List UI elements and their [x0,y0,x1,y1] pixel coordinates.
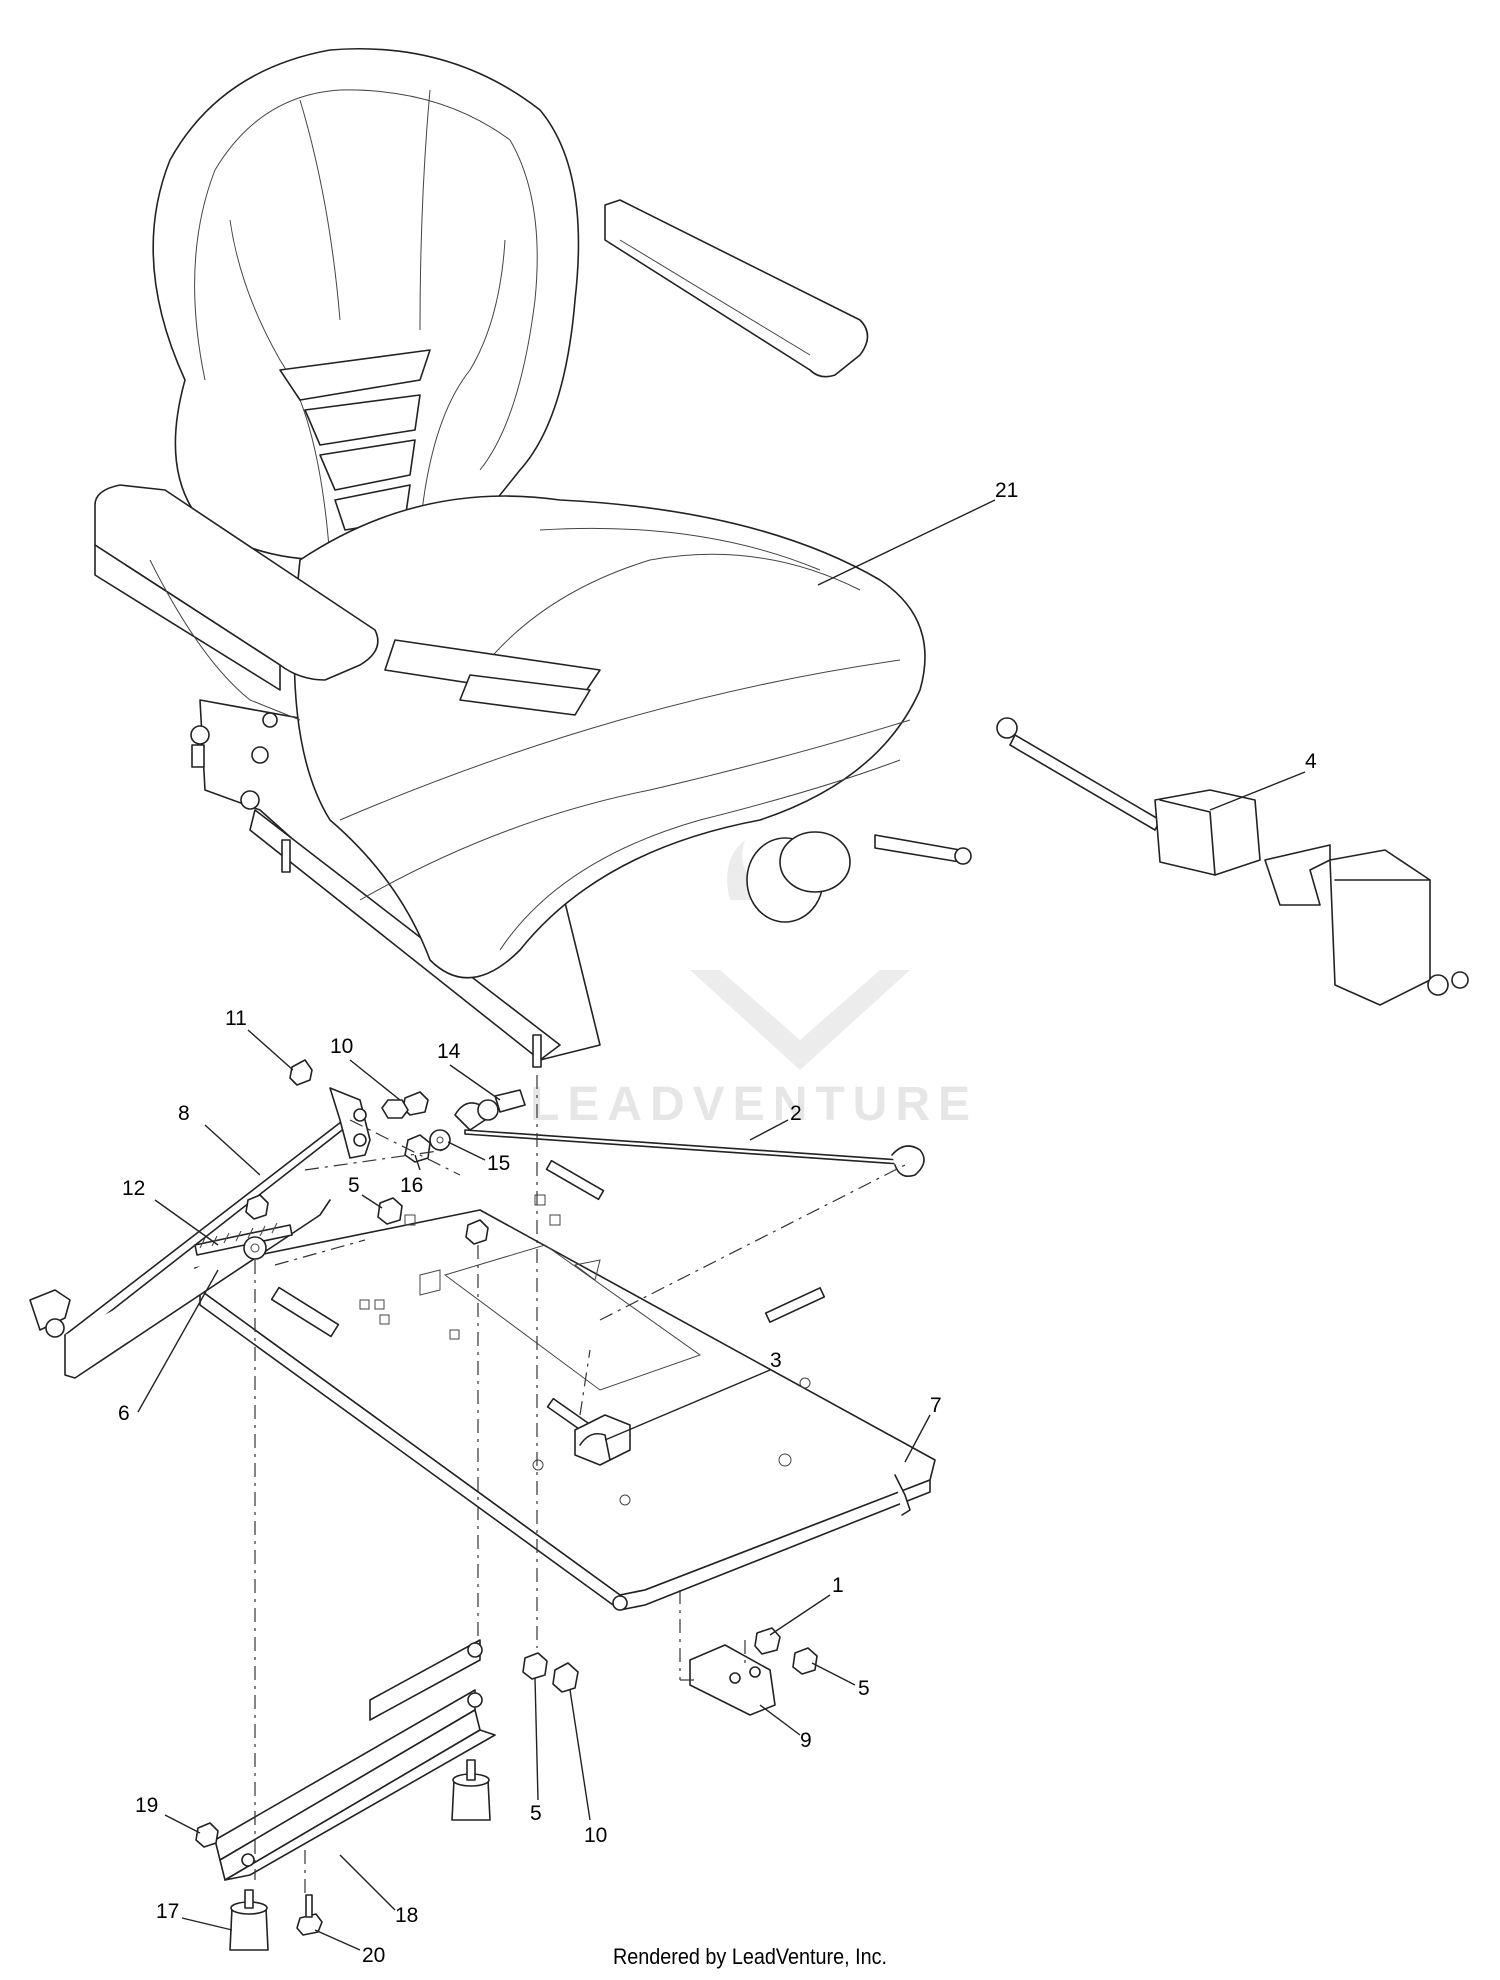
callout-19: 19 [135,1794,158,1817]
callout-18: 18 [395,1904,418,1927]
callout-6: 6 [118,1402,130,1425]
callout-16: 16 [400,1174,423,1197]
seat-belt-assembly [996,717,1469,1006]
callout-5-upper: 5 [348,1174,360,1197]
callout-20: 20 [362,1944,385,1967]
seat-latch [574,1414,631,1466]
footer-credit: Rendered by LeadVenture, Inc. [612,1944,888,1969]
callout-11: 11 [225,1007,247,1030]
callout-10-lower: 10 [584,1824,607,1847]
callout-17: 17 [156,1900,179,1923]
callout-5-lower: 5 [530,1802,542,1825]
slide-rail-assembly [195,1639,496,1951]
callout-21: 21 [995,479,1018,502]
callout-10-upper: 10 [330,1035,353,1058]
seat-assembly [94,47,972,1068]
watermark-text: LEADVENTURE [530,1078,978,1131]
watermark: LEADVENTURE [530,840,978,1131]
callouts: 21 4 11 10 14 2 8 15 16 12 5 3 6 7 1 5 9… [118,479,1317,1967]
callout-4: 4 [1305,750,1317,773]
callout-1: 1 [832,1574,844,1597]
callout-5-right: 5 [858,1677,870,1700]
watermark-logo-icon [690,970,910,1070]
callout-9: 9 [800,1729,812,1752]
callout-8: 8 [178,1102,190,1125]
callout-2: 2 [790,1102,802,1125]
callout-7: 7 [930,1394,942,1417]
callout-15: 15 [487,1152,510,1175]
callout-12: 12 [122,1177,145,1200]
center-lines [254,1075,906,1895]
callout-3: 3 [770,1349,782,1372]
hardware [243,1059,818,1716]
callout-14: 14 [437,1040,461,1063]
leader-lines [137,499,1306,1951]
seat-plate [194,1159,936,1611]
